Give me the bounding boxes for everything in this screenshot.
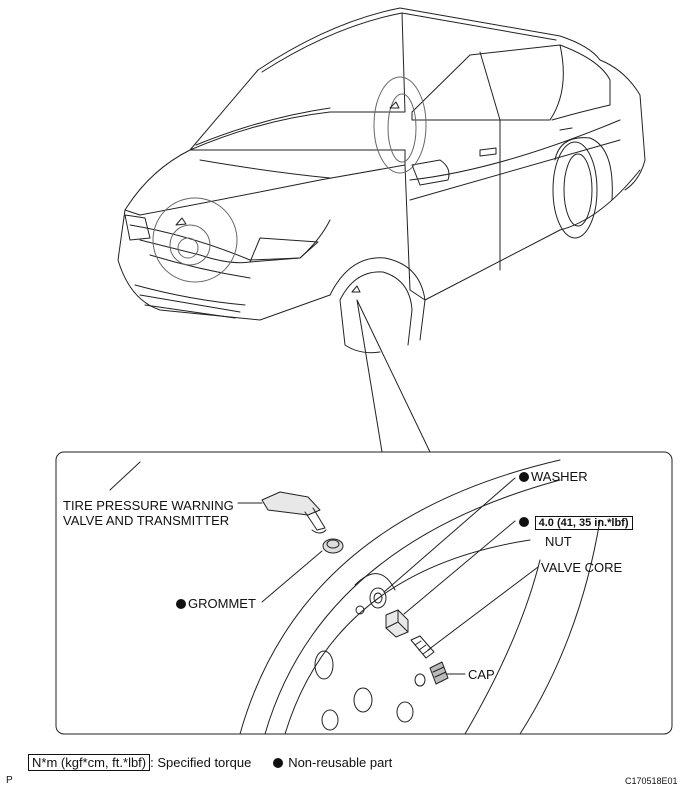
- leader-grommet: [261, 550, 323, 603]
- grommet-label: GROMMET: [176, 596, 256, 611]
- nonreusable-dot-icon: [519, 517, 529, 527]
- legend-nonreusable: Non-reusable part: [288, 755, 393, 770]
- valve-core-icon: [410, 635, 435, 659]
- nonreusable-dot-icon: [176, 599, 186, 609]
- detail-box: [55, 451, 673, 735]
- leader-washer: [383, 477, 516, 593]
- nonreusable-dot-icon: [519, 472, 529, 482]
- nut-label: NUT: [545, 534, 572, 549]
- footer-figure-code: C170518E01: [625, 776, 678, 786]
- torque-spec-box: 4.0 (41, 35 in.*lbf): [534, 516, 633, 530]
- car-illustration: [117, 7, 646, 354]
- cap-icon: [429, 661, 449, 685]
- callout-wedge: [356, 299, 431, 453]
- grommet-icon: [322, 538, 344, 554]
- washer-label-text: WASHER: [531, 469, 588, 484]
- transmitter-icon: [261, 491, 327, 534]
- legend-torque-desc: : Specified torque: [150, 755, 252, 770]
- transmitter-label-line2: VALVE AND TRANSMITTER: [63, 513, 230, 528]
- nut-icon: [385, 609, 409, 638]
- washer-icon: [369, 587, 387, 609]
- washer-label: WASHER: [519, 469, 588, 484]
- grommet-label-text: GROMMET: [188, 596, 256, 611]
- wheel-rim-detail: [239, 459, 601, 735]
- legend: N*m (kgf*cm, ft.*lbf): Specified torque …: [28, 754, 393, 771]
- leader-valve-core: [427, 566, 539, 651]
- legend-torque-units: N*m (kgf*cm, ft.*lbf): [28, 754, 151, 771]
- valve-core-label: VALVE CORE: [541, 560, 623, 575]
- legend-dot-icon: [272, 758, 283, 768]
- footer-left-code: P: [6, 775, 13, 786]
- torque-label: 4.0 (41, 35 in.*lbf): [519, 514, 633, 531]
- transmitter-label-line1: TIRE PRESSURE WARNING: [63, 498, 234, 513]
- leader-nut: [403, 520, 516, 615]
- cap-label: CAP: [468, 667, 495, 682]
- leader-transmitter-2: [109, 461, 141, 491]
